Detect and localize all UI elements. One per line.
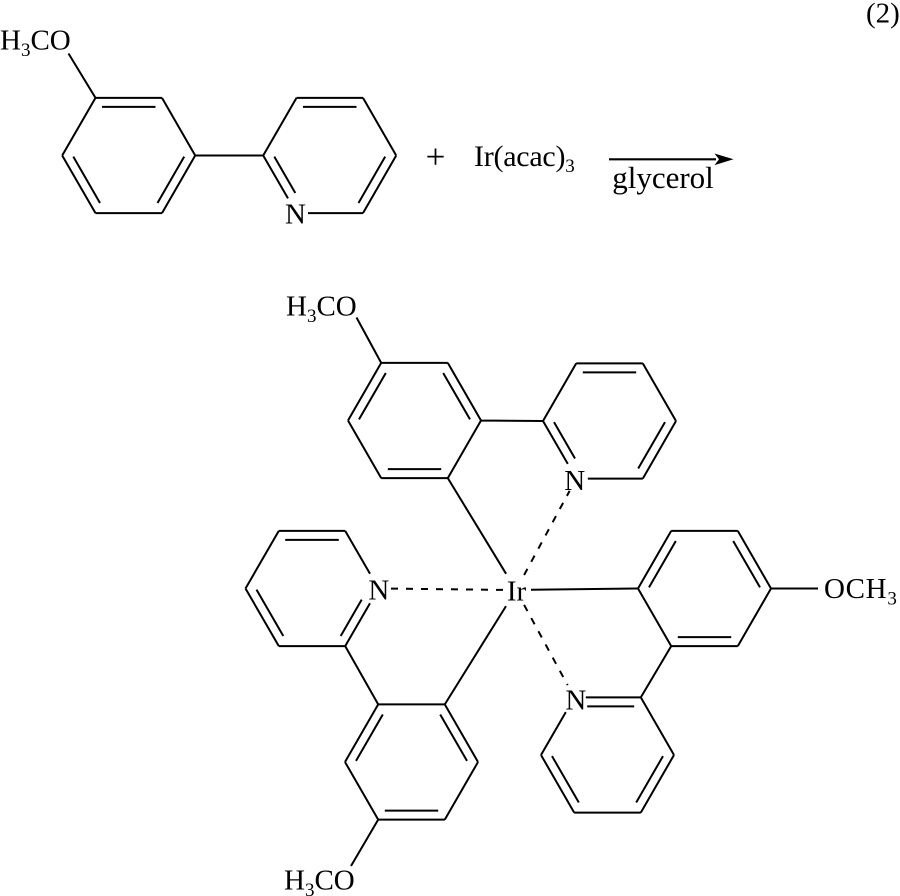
svg-text:N: N — [565, 685, 586, 717]
svg-text:OCH3: OCH3 — [824, 573, 898, 610]
svg-text:N: N — [564, 465, 585, 497]
svg-text:glycerol: glycerol — [612, 160, 714, 195]
svg-text:Ir: Ir — [507, 576, 527, 608]
svg-text:H3CO: H3CO — [0, 25, 71, 62]
svg-text:N: N — [285, 199, 306, 231]
svg-text:N: N — [368, 574, 389, 606]
svg-text:H3CO: H3CO — [284, 865, 355, 896]
svg-text:H3CO: H3CO — [286, 291, 357, 328]
svg-text:Ir(acac)3: Ir(acac)3 — [474, 140, 574, 177]
svg-text:+: + — [426, 138, 446, 177]
svg-text:(2): (2) — [866, 0, 900, 30]
